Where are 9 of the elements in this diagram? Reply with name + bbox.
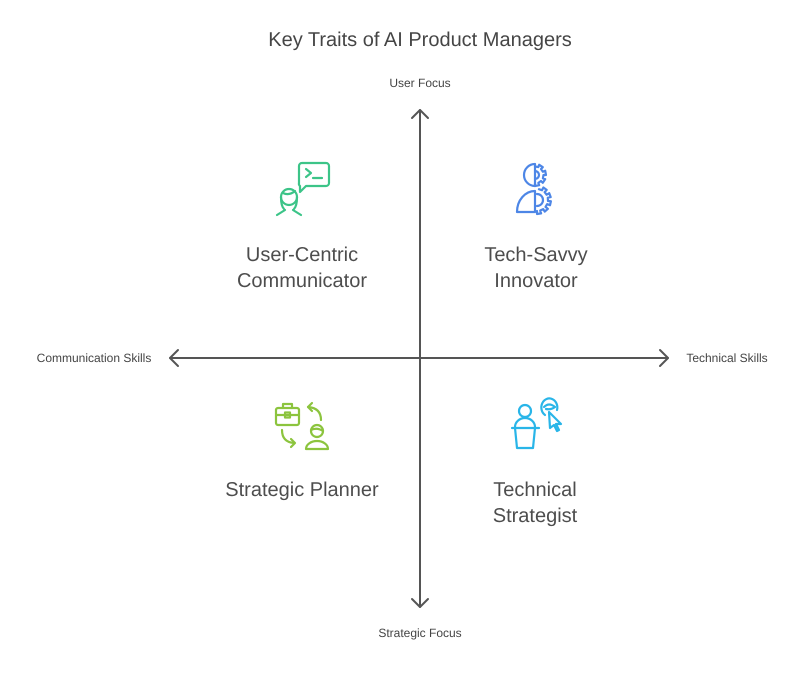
axis-label: Communication Skills bbox=[36, 351, 152, 366]
quadrant-label: Strategic Planner bbox=[224, 478, 380, 503]
axis-label: Technical Skills bbox=[686, 351, 768, 366]
axis-label: User Focus bbox=[389, 76, 451, 91]
quadrant-label: Technical Strategist bbox=[492, 478, 578, 529]
diagram-title: Key Traits of AI Product Managers bbox=[268, 28, 572, 52]
quadrant-label: User-Centric Communicator bbox=[236, 243, 368, 294]
quadrant-label: Tech-Savvy Innovator bbox=[483, 243, 589, 294]
axis-label: Strategic Focus bbox=[378, 626, 462, 641]
